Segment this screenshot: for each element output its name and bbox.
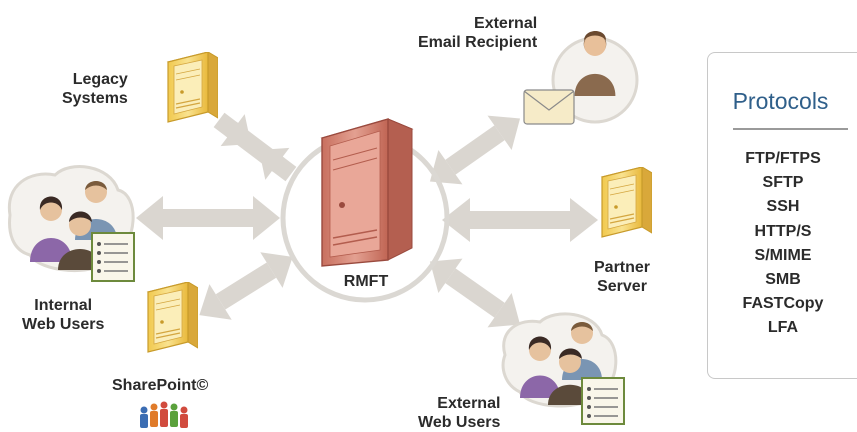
protocol-item: FASTCopy bbox=[742, 295, 824, 313]
connection-arrows bbox=[136, 112, 598, 328]
label-email-line2: Email Recipient bbox=[418, 34, 538, 51]
rmft-server-icon bbox=[320, 118, 414, 267]
label-external-line1: External bbox=[437, 395, 501, 412]
protocol-item: S/MIME bbox=[754, 246, 812, 264]
arrow-sharepoint bbox=[199, 252, 293, 320]
label-legacy-line2: Systems bbox=[62, 90, 128, 107]
legacy-server-icon bbox=[167, 52, 218, 123]
arrow-external-web bbox=[429, 258, 521, 328]
sharepoint-server-icon bbox=[147, 282, 198, 353]
arrow-legacy bbox=[213, 112, 297, 182]
label-partner-server: Partner Server bbox=[594, 258, 650, 296]
form-icon-external bbox=[581, 377, 625, 425]
arrow-email bbox=[429, 115, 521, 185]
label-sharepoint: SharePoint© bbox=[112, 377, 209, 394]
label-partner-line2: Server bbox=[597, 278, 647, 295]
protocol-item: SSH bbox=[766, 198, 800, 216]
form-icon-internal bbox=[91, 232, 135, 282]
sharepoint-people-icon bbox=[140, 401, 188, 428]
protocol-item: SMB bbox=[765, 271, 801, 289]
label-email-line1: External bbox=[474, 15, 538, 32]
arrow-partner bbox=[442, 198, 598, 242]
arrow-internal bbox=[136, 196, 280, 240]
protocol-item: LFA bbox=[767, 319, 799, 337]
label-external-users: External Web Users bbox=[418, 394, 500, 432]
envelope-icon bbox=[523, 89, 575, 125]
label-internal-users: Internal Web Users bbox=[22, 296, 104, 334]
protocol-item: HTTP/S bbox=[754, 222, 812, 240]
label-internal-line1: Internal bbox=[34, 297, 93, 314]
label-legacy-line1: Legacy bbox=[72, 71, 128, 88]
label-rmft: RMFT bbox=[343, 273, 389, 290]
label-partner-line1: Partner bbox=[594, 259, 651, 276]
label-external-line2: Web Users bbox=[418, 414, 501, 431]
protocol-item: SFTP bbox=[762, 174, 804, 192]
partner-server-icon bbox=[601, 167, 652, 238]
label-internal-line2: Web Users bbox=[22, 316, 105, 333]
protocols-divider bbox=[733, 128, 848, 130]
protocol-item: FTP/FTPS bbox=[745, 150, 821, 167]
protocols-list: FTP/FTPS SFTP SSH HTTP/S S/MIME SMB FAST… bbox=[708, 147, 857, 341]
label-email-recipient: External Email Recipient bbox=[418, 14, 537, 52]
protocols-title: Protocols bbox=[732, 88, 829, 114]
protocols-panel: Protocols FTP/FTPS SFTP SSH HTTP/S S/MIM… bbox=[707, 52, 857, 379]
label-legacy-systems: Legacy Systems bbox=[62, 70, 128, 108]
